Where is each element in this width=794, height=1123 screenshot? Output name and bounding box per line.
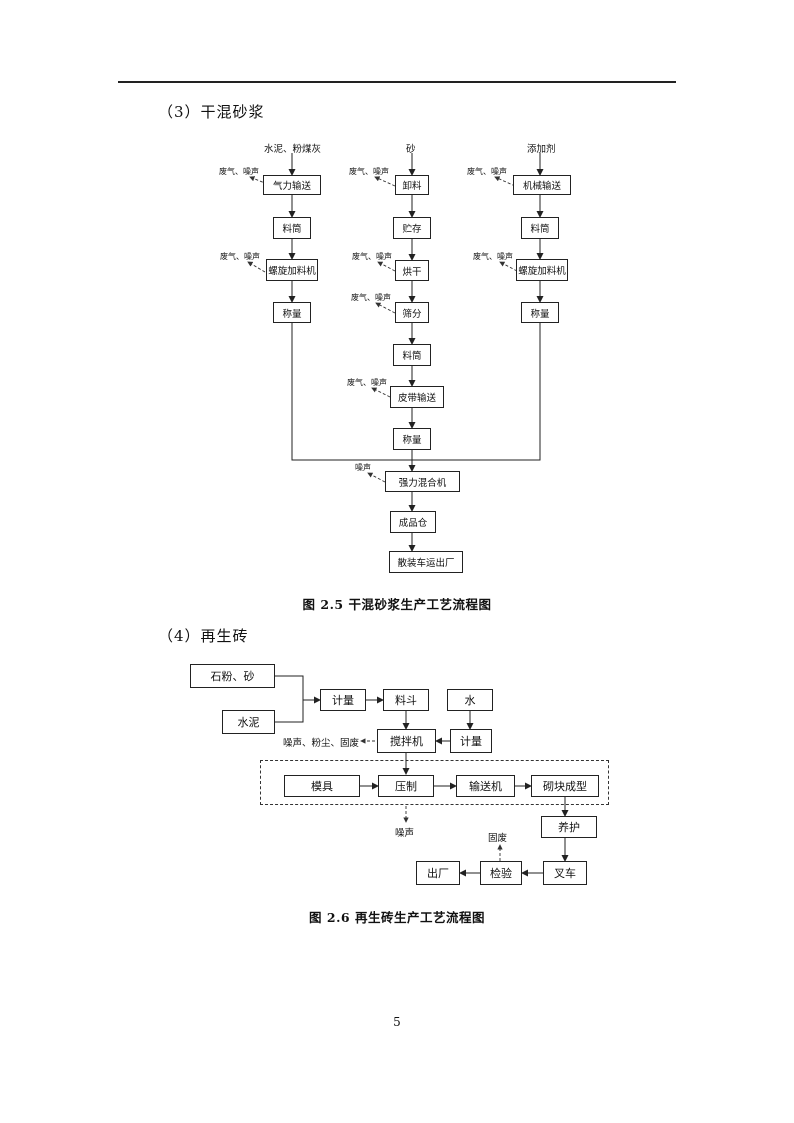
step-drying: 烘干	[395, 260, 429, 281]
figure-caption-2-5: 图 2.5 干混砂浆生产工艺流程图	[302, 597, 492, 612]
step-curing: 养护	[541, 816, 597, 838]
step-screw-feeder-c: 螺旋加料机	[516, 259, 568, 281]
step-mechanical-conveying: 机械输送	[513, 175, 571, 195]
emission-label-mixer: 噪声、粉尘、固废	[283, 738, 360, 749]
step-product-silo: 成品仓	[390, 511, 436, 533]
emission-label: 废气、噪声	[467, 167, 507, 176]
step-screening: 筛分	[395, 302, 429, 323]
step-hopper: 料斗	[383, 689, 429, 711]
step-bulk-truck-dispatch: 散装车运出厂	[389, 551, 463, 573]
emission-label: 废气、噪声	[220, 252, 260, 261]
input-cement-flyash: 水泥、粉煤灰	[264, 144, 322, 155]
step-mixer: 搅拌机	[377, 729, 436, 753]
section-heading-recycled-brick: （4）再生砖	[158, 627, 249, 645]
emission-label-inspection: 固废	[488, 833, 508, 844]
step-belt-conveying: 皮带输送	[390, 386, 444, 408]
figure-caption-2-6: 图 2.6 再生砖生产工艺流程图	[309, 910, 485, 925]
emission-label: 废气、噪声	[347, 378, 387, 387]
step-metering-2: 计量	[450, 729, 492, 753]
step-intensive-mixer: 强力混合机	[385, 471, 460, 492]
emission-label: 废气、噪声	[352, 252, 392, 261]
input-sand: 砂	[406, 144, 416, 155]
forming-process-group	[260, 760, 609, 805]
input-additive: 添加剂	[527, 144, 556, 155]
emission-label-press: 噪声	[395, 828, 415, 839]
emission-label: 废气、噪声	[351, 293, 391, 302]
step-weighing-a: 称量	[273, 302, 311, 323]
step-storage: 贮存	[393, 217, 431, 239]
step-mold: 模具	[284, 775, 360, 797]
page-number: 5	[393, 1015, 401, 1029]
section-heading-dry-mortar: （3）干混砂浆	[158, 103, 265, 121]
input-cement: 水泥	[222, 710, 275, 734]
input-stone-powder-sand: 石粉、砂	[190, 664, 275, 688]
step-metering-1: 计量	[320, 689, 366, 711]
input-water: 水	[447, 689, 493, 711]
step-screw-feeder-a: 螺旋加料机	[266, 259, 318, 281]
emission-label: 废气、噪声	[349, 167, 389, 176]
step-factory-exit: 出厂	[416, 861, 460, 885]
emission-label: 噪声	[355, 463, 371, 472]
header-rule	[118, 81, 676, 83]
step-silo-b: 料筒	[393, 344, 431, 366]
step-inspection: 检验	[480, 861, 522, 885]
step-silo-a: 料筒	[273, 217, 311, 239]
step-silo-c: 料筒	[521, 217, 559, 239]
emission-label: 废气、噪声	[473, 252, 513, 261]
emission-label: 废气、噪声	[219, 167, 259, 176]
step-unloading: 卸料	[395, 175, 429, 195]
step-weighing-b: 称量	[393, 428, 431, 450]
step-weighing-c: 称量	[521, 302, 559, 323]
step-block-forming: 砌块成型	[531, 775, 599, 797]
step-forklift: 叉车	[543, 861, 587, 885]
step-conveyor: 输送机	[456, 775, 515, 797]
step-pressing: 压制	[378, 775, 434, 797]
step-pneumatic-conveying: 气力输送	[263, 175, 321, 195]
